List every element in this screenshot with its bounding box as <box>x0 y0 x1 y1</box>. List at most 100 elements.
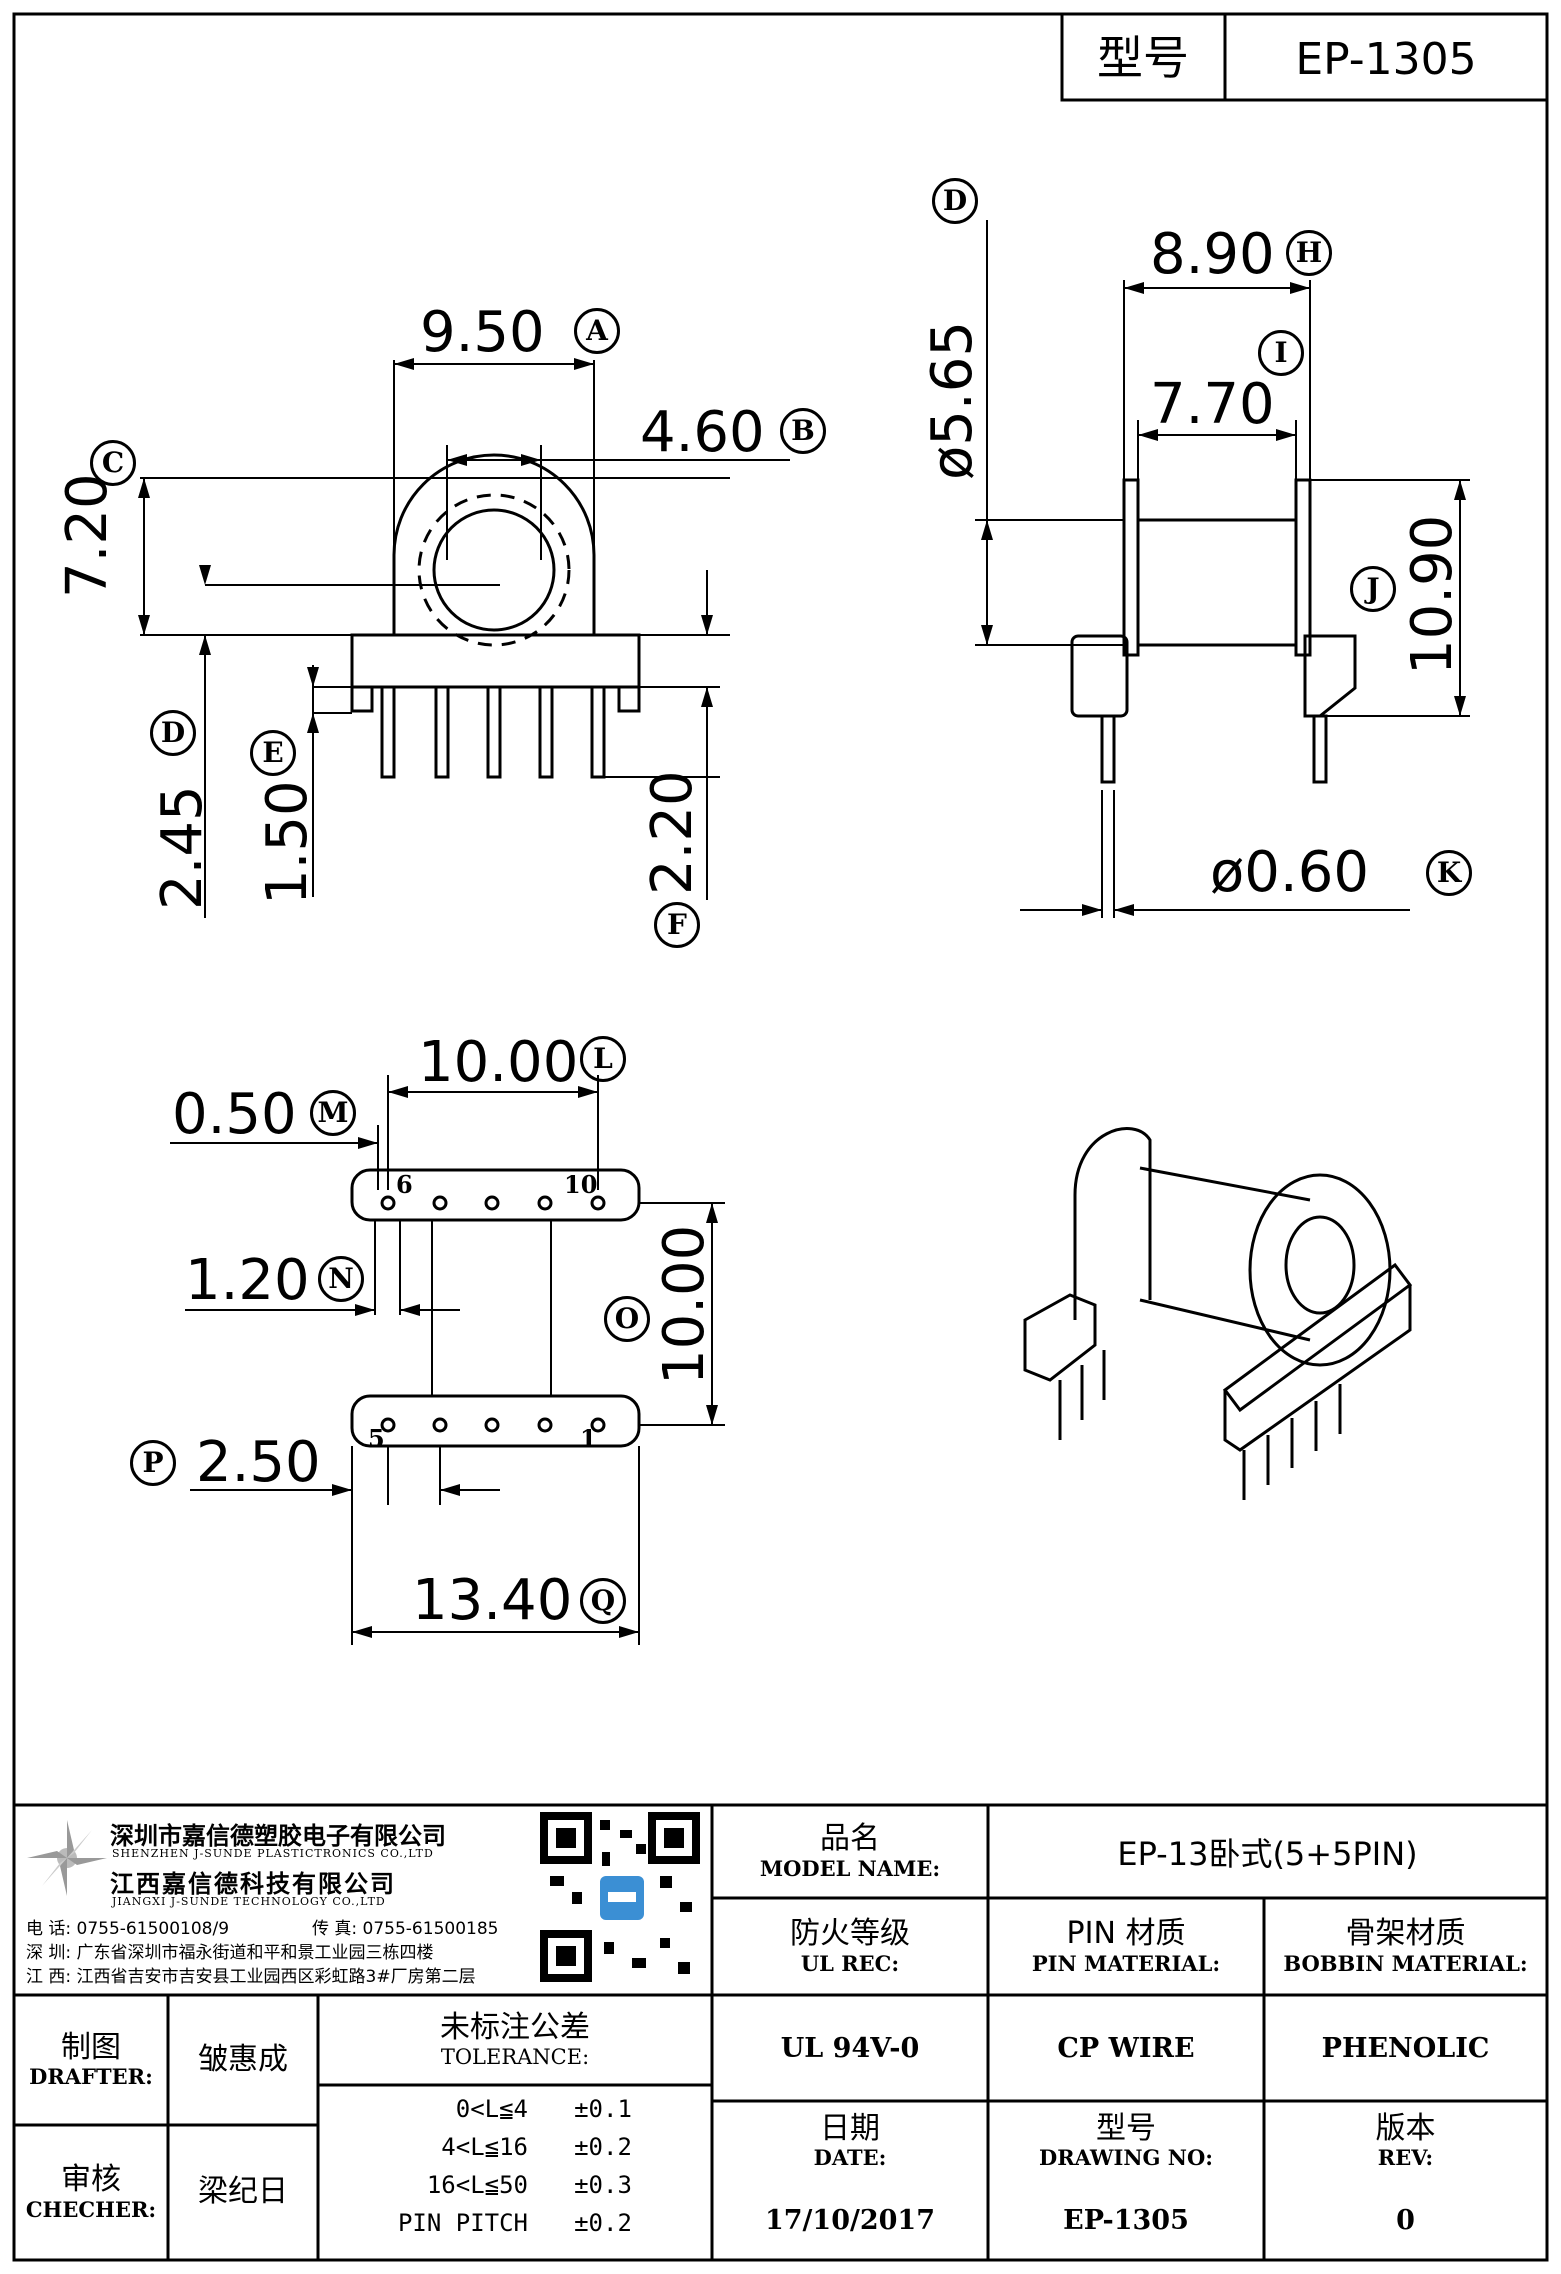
side-flange-right <box>1294 478 1312 657</box>
dim-m-callout: M <box>310 1090 356 1136</box>
side-view <box>975 220 1470 918</box>
pin-5 <box>590 685 606 779</box>
dim-c-callout: C <box>90 440 136 486</box>
company-name-sz: 深圳市嘉信德塑胶电子有限公司 <box>110 1822 446 1850</box>
side-pin-right <box>1312 714 1328 784</box>
pin-label-1: 1 <box>580 1424 597 1453</box>
dim-h-callout: H <box>1286 230 1332 276</box>
isometric-view <box>1023 1127 1413 1500</box>
company-logo-icon <box>27 1820 107 1896</box>
dim-o-value: 10.00 <box>652 1224 717 1385</box>
company-address-sz: 深 圳: 广东省深圳市福永街道和平和景工业园三栋四楼 <box>26 1943 434 1963</box>
pin-material-label: PIN 材质 PIN MATERIAL: <box>1031 1916 1221 1976</box>
bobbin-material-label: 骨架材质 BOBBIN MATERIAL: <box>1283 1916 1528 1976</box>
flange-outline <box>392 453 596 635</box>
iso-flange-back <box>1073 1127 1152 1320</box>
company-name-sz-en: SHENZHEN J-SUNDE PLASTICTRONICS CO.,LTD <box>112 1847 434 1860</box>
dim-i-value: 7.70 <box>1150 372 1275 437</box>
side-flange-left <box>1122 478 1140 657</box>
dim-n-value: 1.20 <box>185 1248 310 1313</box>
checker-value: 梁纪日 <box>198 2174 288 2210</box>
title-block-grid <box>14 1803 1547 2260</box>
header-type-label: 型号 <box>1097 31 1189 85</box>
dim-j-callout: J <box>1350 566 1396 612</box>
model-name-value: EP-13卧式(5+5PIN) <box>1117 1834 1418 1873</box>
front-view <box>140 360 790 918</box>
ul-rec-value: UL 94V-0 <box>780 2032 920 2064</box>
dim-m-value: 0.50 <box>172 1082 297 1147</box>
drafter-value: 皱惠成 <box>198 2041 288 2077</box>
qr-code-icon <box>540 1812 700 1982</box>
dim-e-value: 1.50 <box>255 780 320 905</box>
company-name-jx-en: JIANGXI J-SUNDE TECHNOLOGY CO.,LTD <box>112 1895 386 1908</box>
iso-base-right <box>1222 1262 1413 1413</box>
pin-label-5: 5 <box>368 1424 385 1453</box>
checker-label: 审核 CHECHER: <box>25 2162 157 2222</box>
dim-l-value: 10.00 <box>418 1030 579 1095</box>
bottom-rail-top <box>350 1168 641 1222</box>
tolerance-row: 0<L≦4 ±0.1 <box>455 2095 632 2123</box>
tolerance-row: 16<L≦50 ±0.3 <box>426 2171 632 2199</box>
iso-core-hole <box>1284 1215 1356 1315</box>
dim-o-callout: O <box>604 1296 650 1342</box>
bottom-view <box>170 1075 725 1645</box>
dim-b-callout: B <box>780 408 826 454</box>
date-value: 17/10/2017 <box>764 2205 935 2236</box>
core-hole <box>432 508 556 632</box>
ul-rec-label: 防火等级 UL REC: <box>790 1916 910 1976</box>
tolerance-row: 4<L≦16 ±0.2 <box>441 2133 632 2161</box>
iso-flange-front <box>1248 1173 1392 1367</box>
dim-p-callout: P <box>130 1440 176 1486</box>
dim-b-value: 4.60 <box>640 400 765 465</box>
dim-d2-value: ø5.65 <box>920 321 985 480</box>
dim-e-callout: E <box>250 730 296 776</box>
dim-a-value: 9.50 <box>420 300 545 365</box>
dim-h-value: 8.90 <box>1150 222 1275 287</box>
side-base-left <box>1070 634 1129 718</box>
dim-i-callout: I <box>1258 330 1304 376</box>
dim-a-callout: A <box>574 308 620 354</box>
company-fax: 传 真: 0755-61500185 <box>312 1919 499 1939</box>
drawing-no-label: 型号 DRAWING NO: <box>1039 2110 1213 2171</box>
dim-f-value: 2.20 <box>640 770 705 895</box>
bobbin-material-value: PHENOLIC <box>1321 2032 1490 2064</box>
company-phone: 电 话: 0755-61500108/9 <box>26 1919 230 1939</box>
company-name-jx: 江西嘉信德科技有限公司 <box>110 1870 396 1898</box>
pin-1 <box>380 685 396 779</box>
dim-k-value: ø0.60 <box>1210 840 1369 905</box>
pin-4 <box>538 685 554 779</box>
dim-n-callout: N <box>318 1256 364 1302</box>
tolerance-row: PIN PITCH ±0.2 <box>397 2209 632 2237</box>
dim-q-value: 13.40 <box>412 1568 573 1633</box>
dim-p-value: 2.50 <box>196 1430 321 1495</box>
dim-q-callout: Q <box>580 1578 626 1624</box>
drafter-label: 制图 DRAFTER: <box>29 2029 153 2090</box>
pin-2 <box>434 685 450 779</box>
dim-f-callout: F <box>654 902 700 948</box>
dim-l-callout: L <box>580 1036 626 1082</box>
dim-k-callout: K <box>1426 850 1472 896</box>
side-pin-left <box>1100 714 1116 784</box>
drawing-no-value: EP-1305 <box>1063 2205 1189 2236</box>
pin-3 <box>486 685 502 779</box>
rev-label: 版本 REV: <box>1375 2110 1436 2171</box>
iso-tube <box>1139 1166 1311 1342</box>
header-box: 型号 EP-1305 <box>1060 12 1549 102</box>
front-view-arrows <box>138 358 713 733</box>
header-type-value: EP-1305 <box>1295 34 1476 85</box>
core-hole-hidden <box>417 493 571 647</box>
dim-d-callout: D <box>150 710 196 756</box>
dim-c-value: 7.20 <box>55 473 120 598</box>
pin-label-6: 6 <box>396 1170 413 1199</box>
model-name-label: 品名 MODEL NAME: <box>759 1821 941 1881</box>
dim-j-value: 10.90 <box>1400 514 1465 675</box>
sheet-border <box>12 12 1549 2262</box>
tolerance-label: 未标注公差 TOLERANCE: <box>440 2009 590 2070</box>
bottom-view-arrows <box>332 1086 718 1638</box>
date-label: 日期 DATE: <box>813 2110 887 2171</box>
iso-base-left <box>1023 1293 1097 1382</box>
side-view-arrows <box>981 282 1466 916</box>
rev-value: 0 <box>1396 2205 1415 2236</box>
bottom-rail-bottom <box>350 1394 641 1448</box>
